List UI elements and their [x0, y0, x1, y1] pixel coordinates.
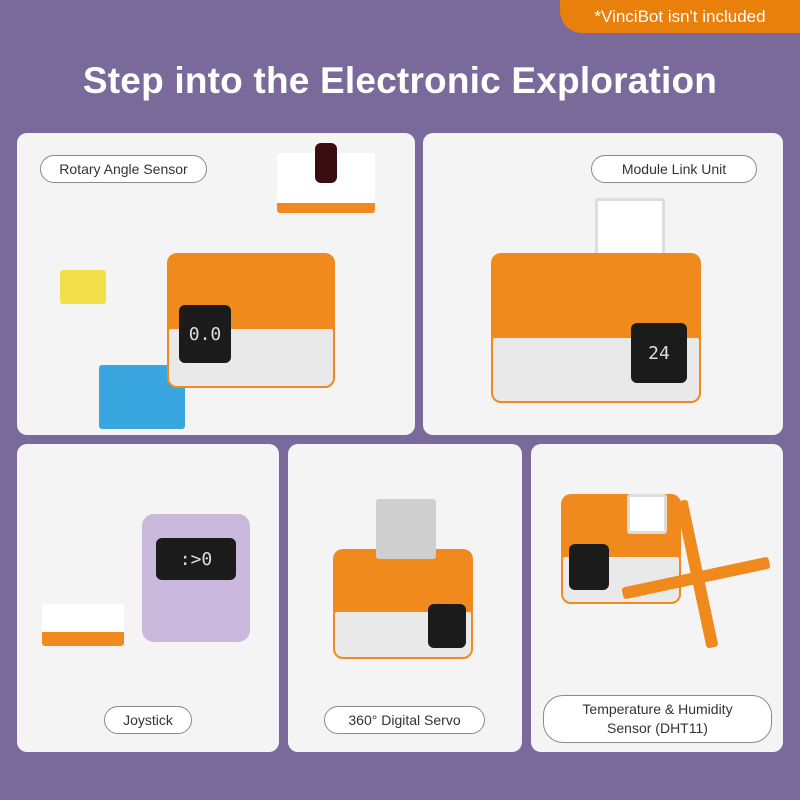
servo-image: [376, 499, 436, 559]
yellow-brick-image: [60, 270, 106, 304]
card-digital-servo: 360° Digital Servo: [288, 444, 522, 752]
label-module-link-unit: Module Link Unit: [591, 155, 757, 183]
card-temperature-humidity-sensor: Temperature & Humidity Sensor (DHT11): [531, 444, 783, 752]
label-digital-servo: 360° Digital Servo: [324, 706, 485, 734]
joystick-module-image: [42, 604, 124, 646]
card-joystick: :>0 Joystick: [17, 444, 279, 752]
robot-screen: 24: [631, 323, 687, 383]
label-joystick: Joystick: [104, 706, 192, 734]
not-included-badge: *VinciBot isn't included: [560, 0, 800, 33]
gamebot-card-image: :>0: [142, 514, 250, 642]
label-rotary-angle-sensor: Rotary Angle Sensor: [40, 155, 207, 183]
rotary-sensor-image: [277, 143, 375, 213]
robot-screen: [569, 544, 609, 590]
robot-image: 0.0: [167, 253, 335, 388]
page-title: Step into the Electronic Exploration: [82, 60, 718, 101]
card-module-link-unit: Module Link Unit 24: [423, 133, 783, 435]
dht11-sensor-image: [627, 494, 667, 534]
robot-image: 24: [491, 253, 701, 403]
robot-image: [333, 549, 473, 659]
robot-screen: 0.0: [179, 305, 231, 363]
card-rotary-angle-sensor: Rotary Angle Sensor 0.0: [17, 133, 415, 435]
robot-screen: [428, 604, 466, 648]
gamebot-screen: :>0: [156, 538, 236, 580]
label-temperature-humidity-sensor: Temperature & Humidity Sensor (DHT11): [543, 695, 772, 743]
